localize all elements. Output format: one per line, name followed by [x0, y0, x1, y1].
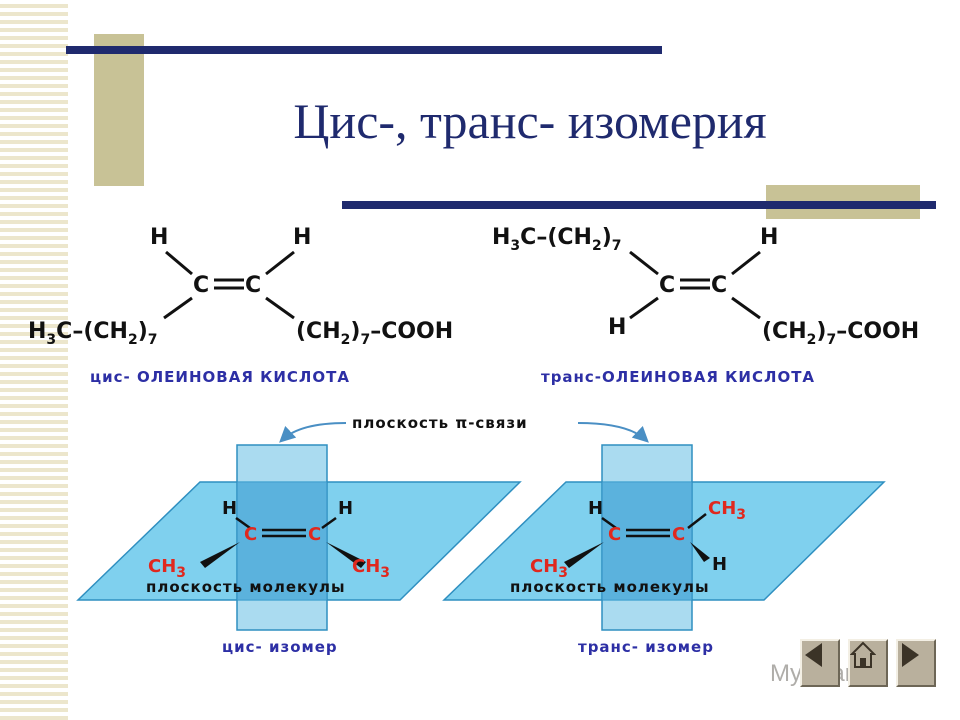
wedge-bond [564, 542, 604, 568]
cis-ch3-left: CH3 [148, 556, 186, 581]
pi-plane-callout: плоскость π-связи [279, 414, 649, 443]
cis-molecule-plane-label: плоскость молекулы [146, 578, 346, 596]
cis-h-right: H [293, 225, 311, 250]
bond [265, 296, 295, 320]
trans-ch3-top: CH3 [708, 498, 746, 523]
cis-isomer-caption: цис- изомер [222, 638, 338, 656]
navy-bar-bottom [342, 201, 936, 209]
cis-oleic-caption: цис- ОЛЕИНОВАЯ КИСЛОТА [90, 368, 350, 386]
trans-h-top-right: H [760, 225, 778, 250]
cis-h-1: H [222, 498, 237, 519]
trans-right-chain: (CH2)7–COOH [762, 319, 919, 348]
trans-h-2: H [712, 554, 727, 575]
next-icon [902, 643, 919, 667]
trans-carbon-1: C [659, 273, 675, 298]
cis-ch3-right: CH3 [352, 556, 390, 581]
cis-isomer-model: H H C C CH3 CH3 плоскость молекулы цис- … [76, 444, 522, 656]
navy-bar-top [66, 46, 662, 54]
bond [601, 516, 617, 530]
cis-h-2: H [338, 498, 353, 519]
trans-isomer-caption: транс- изомер [578, 638, 714, 656]
bond [629, 250, 659, 276]
trans-h-bottom-left: H [608, 315, 626, 340]
bond [163, 296, 193, 320]
bond [265, 250, 295, 276]
next-slide-button[interactable] [896, 639, 936, 687]
bond [235, 516, 251, 530]
cis-right-chain: (CH2)7–COOH [296, 319, 453, 348]
bond [731, 250, 761, 276]
tan-block-top [94, 34, 144, 186]
bond [165, 250, 193, 276]
trans-h-1: H [588, 498, 603, 519]
trans-molecule-plane-label: плоскость молекулы [510, 578, 710, 596]
slide-title: Цис-, транс- изомерия [293, 93, 767, 149]
arrow-left [279, 422, 347, 443]
cis-carbon-1: C [193, 273, 209, 298]
wedge-bond [326, 542, 366, 568]
trans-oleic-formula: H3C–(CH2)7 H C C H (CH2)7–COOH транс-ОЛЕ… [492, 225, 919, 386]
wedge-bond [690, 542, 710, 562]
bond [629, 296, 659, 320]
cis-oleic-formula: H H C C H3C–(CH2)7 (CH2)7–COOH цис- ОЛЕИ… [28, 225, 453, 386]
bond [731, 296, 761, 320]
bond [687, 513, 707, 529]
trans-oleic-caption: транс-ОЛЕИНОВАЯ КИСЛОТА [541, 368, 815, 386]
cis-carbon-1: C [244, 524, 257, 545]
plane-overlap [602, 482, 692, 600]
trans-carbon-1: C [608, 524, 621, 545]
trans-carbon-2: C [711, 273, 727, 298]
cis-h-left: H [150, 225, 168, 250]
trans-ch3-left: CH3 [530, 556, 568, 581]
home-button[interactable] [848, 639, 888, 687]
previous-slide-button[interactable] [800, 639, 840, 687]
wedge-bond [200, 542, 240, 568]
cis-carbon-2: C [245, 273, 261, 298]
trans-isomer-model: H CH3 C C CH3 H плоскость молекулы транс… [442, 444, 886, 656]
trans-top-chain: H3C–(CH2)7 [492, 225, 622, 254]
plane-overlap [237, 482, 327, 600]
cis-carbon-2: C [308, 524, 321, 545]
cis-left-chain: H3C–(CH2)7 [28, 319, 158, 348]
trans-carbon-2: C [672, 524, 685, 545]
arrow-right [577, 422, 649, 443]
striped-margin [0, 0, 68, 720]
bond [321, 516, 337, 530]
previous-icon [805, 643, 822, 667]
home-icon [850, 641, 876, 668]
pi-plane-label: плоскость π-связи [352, 414, 528, 432]
